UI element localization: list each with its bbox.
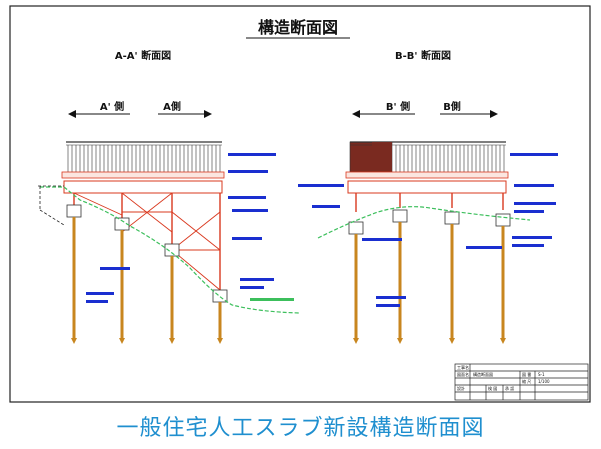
pile-tips-a	[71, 338, 223, 344]
section-a-title: A-A' 断面図	[115, 49, 171, 62]
pile-tips-b	[353, 338, 506, 344]
arrow-right-icon	[490, 110, 498, 118]
tb-scale-value: 1/100	[538, 379, 550, 384]
slab-b	[345, 171, 509, 179]
section-a-side-right: A側	[163, 100, 181, 113]
footings-b	[348, 209, 511, 235]
retaining-wall-a	[38, 185, 65, 226]
tb-drawing-label: 図面名	[457, 371, 469, 377]
tb-number-value: S-1	[538, 372, 545, 377]
bracing-a	[73, 192, 221, 291]
posts-b	[355, 193, 504, 212]
slab-a	[61, 171, 225, 179]
section-a: A' 側 A側	[38, 100, 301, 344]
section-b-side-left: B' 側	[386, 100, 410, 113]
drawing-frame	[9, 5, 591, 403]
section-a-side-left: A' 側	[100, 100, 124, 113]
ground-line-a	[40, 186, 301, 314]
title-block-text: 工事名 図面名 構造断面図 図 番 S-1 縮 尺 1/100 設計 検 図 承…	[457, 364, 550, 391]
arrow-left-icon	[68, 110, 76, 118]
tb-number-label: 図 番	[522, 371, 531, 377]
handrail-a	[66, 141, 222, 172]
tb-project-label: 工事名	[457, 364, 469, 370]
privacy-panel-mid	[372, 142, 392, 172]
drawing-title: 構造断面図	[258, 18, 338, 37]
tb-check-label: 検 図	[488, 385, 497, 391]
piles-b	[354, 222, 505, 338]
title-block	[454, 363, 589, 401]
tb-approve-label: 承 認	[505, 385, 514, 391]
arrow-left-icon	[352, 110, 360, 118]
main-beam-b	[347, 180, 507, 194]
tb-drawing-value: 構造断面図	[473, 371, 493, 377]
piles-a	[72, 217, 222, 338]
section-b: B' 側 B側	[298, 100, 558, 344]
tb-scale-label: 縮 尺	[522, 378, 531, 384]
page-caption: 一般住宅人工スラブ新設構造断面図	[116, 416, 485, 441]
section-b-title: B-B' 断面図	[395, 49, 451, 62]
annotations-b	[298, 153, 558, 307]
arrow-right-icon	[204, 110, 212, 118]
tb-design-label: 設計	[457, 385, 465, 391]
section-b-side-right: B側	[443, 100, 461, 113]
annotations-a	[86, 153, 294, 303]
